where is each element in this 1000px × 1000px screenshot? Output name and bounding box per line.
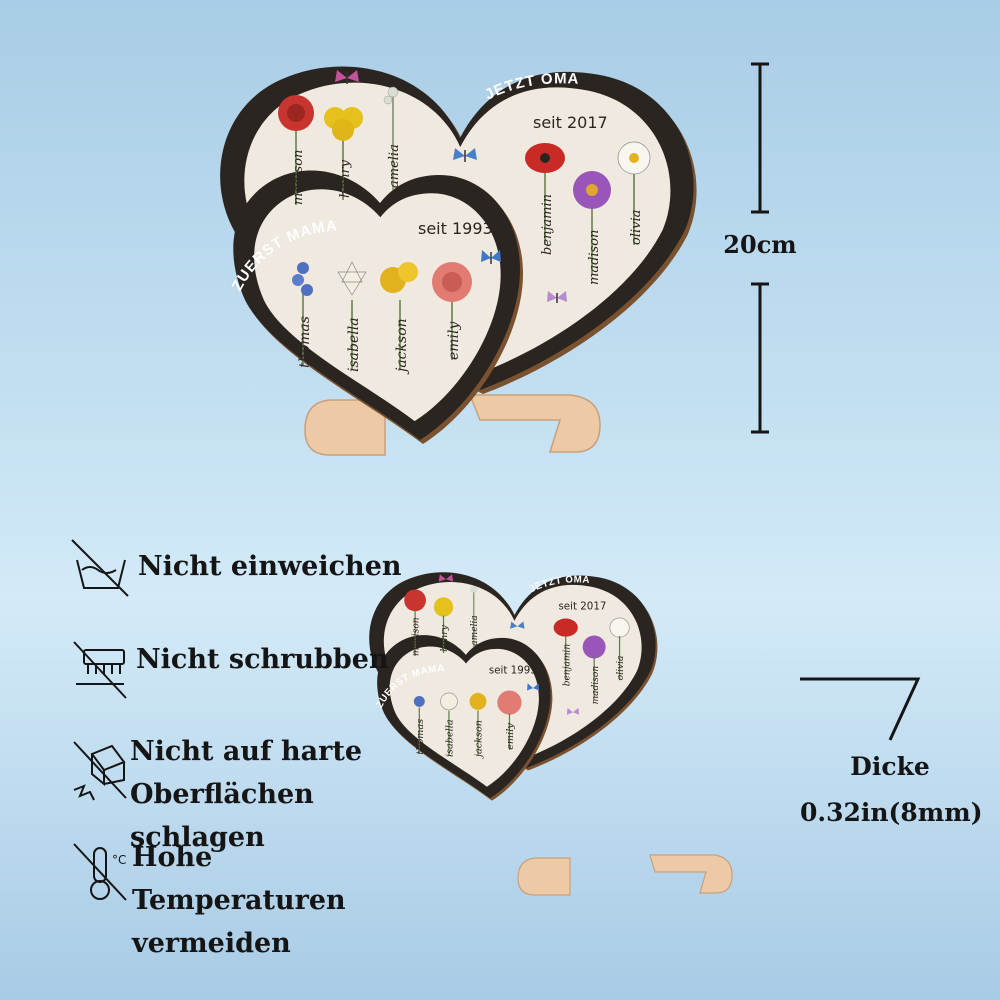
care-item-label: Nicht schrubben bbox=[136, 644, 389, 675]
wooden-stand bbox=[304, 394, 601, 456]
svg-text:madison: madison bbox=[591, 666, 601, 705]
care-item-label: Nicht einweichen bbox=[138, 551, 402, 582]
product-small: JETZT OMA ZUERST MAMA seit 2017 seit 199… bbox=[369, 572, 733, 896]
butterfly-icon bbox=[481, 250, 501, 264]
no-scrub-icon bbox=[73, 641, 127, 699]
svg-text:amelia: amelia bbox=[470, 615, 480, 646]
thickness-pointer bbox=[800, 677, 921, 741]
name-label: jackson bbox=[394, 318, 410, 375]
svg-text:isabella: isabella bbox=[445, 719, 456, 757]
inner-since-label: seit 1993 bbox=[418, 219, 493, 238]
care-item-label: Nicht auf harte Oberflächen schlagen bbox=[130, 736, 363, 853]
svg-text:seit 2017: seit 2017 bbox=[558, 600, 606, 612]
svg-text:thomas: thomas bbox=[415, 719, 426, 755]
flower-red-rose bbox=[278, 95, 314, 205]
flower-white-lily bbox=[337, 261, 367, 370]
svg-text:seit 1993: seit 1993 bbox=[489, 665, 537, 677]
svg-text:benjamin: benjamin bbox=[562, 644, 572, 687]
svg-text:henry: henry bbox=[440, 624, 450, 651]
no-heat-icon: °C bbox=[73, 843, 127, 901]
flower-white-sprig bbox=[383, 86, 399, 190]
no-soak-icon bbox=[71, 539, 129, 597]
height-label: 20cm bbox=[723, 230, 797, 259]
name-label: emily bbox=[446, 320, 462, 360]
butterfly-icon bbox=[453, 148, 477, 162]
thickness-label: Dicke bbox=[850, 752, 930, 781]
no-impact-icon bbox=[73, 741, 127, 801]
svg-text:madison: madison bbox=[412, 617, 422, 656]
name-label: amelia bbox=[387, 144, 402, 188]
care-item-no-impact: Nicht auf harte Oberflächen schlagen bbox=[122, 730, 442, 859]
care-item-no-soak: Nicht einweichen bbox=[130, 545, 402, 588]
flower-yellow-bloom bbox=[324, 107, 363, 200]
flower-yellow-daffodil bbox=[380, 262, 418, 370]
butterfly-icon bbox=[547, 291, 567, 303]
flower-purple-aster bbox=[573, 171, 611, 275]
name-label: madison bbox=[587, 230, 602, 285]
care-item-no-heat: Hohe Temperaturen vermeiden bbox=[124, 836, 424, 965]
svg-text:olivia: olivia bbox=[616, 656, 626, 681]
svg-text:emily: emily bbox=[505, 723, 516, 750]
name-label: olivia bbox=[629, 210, 644, 245]
svg-text:°C: °C bbox=[112, 853, 126, 867]
name-label: henry bbox=[338, 159, 353, 198]
name-label: benjamin bbox=[540, 194, 555, 255]
wooden-stand bbox=[517, 854, 733, 896]
flower-white-daisy bbox=[617, 141, 651, 245]
flower-pink-rose bbox=[432, 262, 472, 360]
thickness-value: 0.32in(8mm) bbox=[800, 798, 983, 827]
outer-since-label: seit 2017 bbox=[533, 113, 608, 132]
name-label: isabella bbox=[346, 317, 362, 372]
butterfly-icon bbox=[335, 70, 359, 84]
name-label: thomas bbox=[297, 316, 313, 368]
flower-blue-delphinium bbox=[292, 262, 313, 365]
height-indicator bbox=[751, 62, 769, 434]
svg-text:jackson: jackson bbox=[474, 720, 485, 759]
name-label: madison bbox=[291, 150, 306, 205]
care-item-no-scrub: Nicht schrubben bbox=[128, 638, 389, 681]
flower-red-poppy bbox=[525, 143, 565, 245]
care-item-label: Hohe Temperaturen vermeiden bbox=[132, 842, 346, 959]
